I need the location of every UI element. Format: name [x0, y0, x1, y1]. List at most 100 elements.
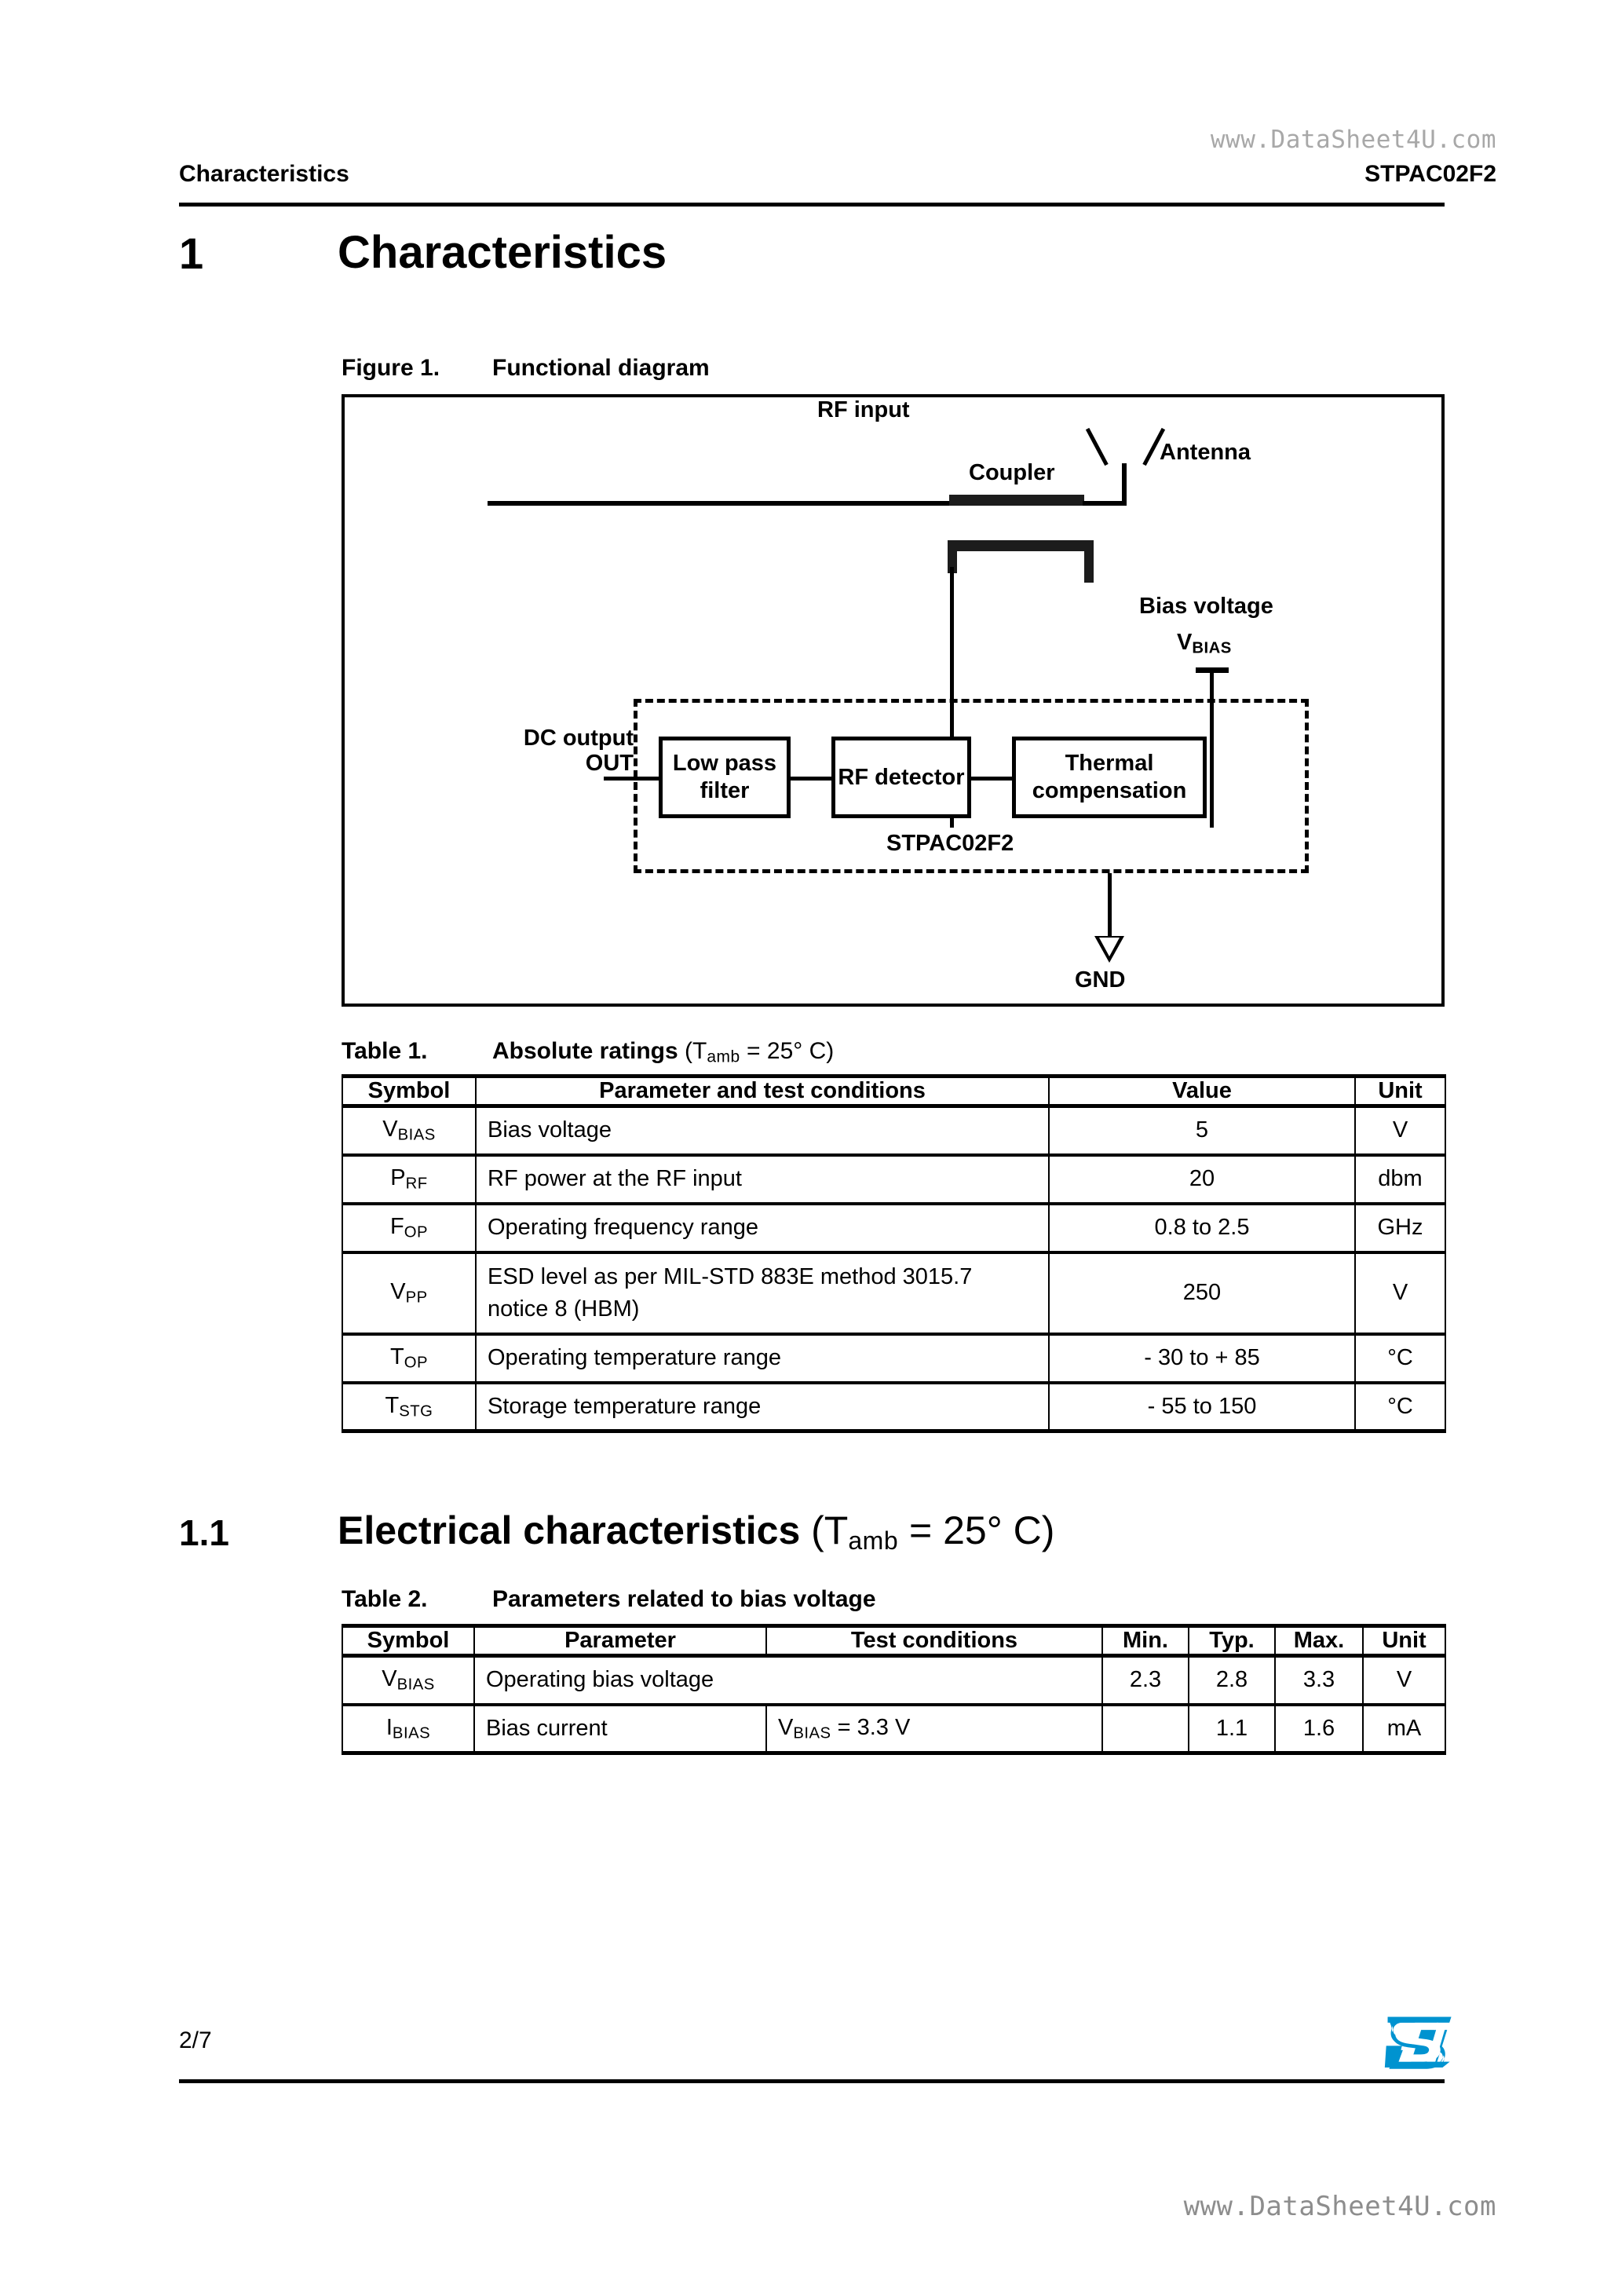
t1-r4-value: - 30 to + 85 — [1048, 1332, 1356, 1384]
t1-r3-param: ESD level as per MIL-STD 883E method 301… — [475, 1250, 1050, 1335]
t2-r0-param: Operating bias voltage — [473, 1654, 1103, 1706]
main-line-right — [1083, 501, 1127, 506]
table-1-col-unit: Unit — [1354, 1074, 1446, 1108]
t1-r4-param: Operating temperature range — [475, 1332, 1050, 1384]
table-2-bias-voltage-params: Symbol Parameter Test conditions Min. Ty… — [342, 1624, 1446, 1755]
t2-r1-max: 1.6 — [1274, 1702, 1364, 1755]
table-1-cond-post: = 25° C) — [740, 1038, 835, 1064]
figure-1-frame: Antenna Coupler RF input Bias voltage VB… — [342, 394, 1445, 1007]
block-thermal-line2: compensation — [1032, 778, 1187, 803]
table-row: VPP ESD level as per MIL-STD 883E method… — [342, 1250, 1446, 1335]
t1-r1-unit: dbm — [1354, 1153, 1446, 1205]
gnd-arrow-inner — [1099, 938, 1120, 956]
watermark-top: www.DataSheet4U.com — [1210, 126, 1496, 154]
gnd-label: GND — [1075, 967, 1126, 993]
header-left-title: Characteristics — [179, 161, 349, 187]
t1-r1-symbol: PRF — [342, 1153, 477, 1205]
section-1-1-title: Electrical characteristics (Tamb = 25° C… — [338, 1508, 1054, 1556]
table-row: VBIAS Bias voltage 5 V — [342, 1104, 1446, 1156]
t1-r5-param: Storage temperature range — [475, 1380, 1050, 1433]
block-rf-detector-line1: RF detector — [838, 764, 965, 790]
block-low-pass-filter-line2: filter — [700, 778, 750, 803]
block-low-pass-filter: Low pass filter — [659, 737, 791, 818]
block-thermal-compensation: Thermal compensation — [1012, 737, 1207, 818]
table-1-cond-sub: amb — [707, 1047, 740, 1066]
link-filter-to-detector — [789, 777, 833, 781]
table-2-col-symbol: Symbol — [342, 1624, 475, 1658]
t2-r1-typ: 1.1 — [1188, 1702, 1276, 1755]
rf-input-lead — [950, 567, 954, 828]
table-2-col-typ: Typ. — [1188, 1624, 1276, 1658]
table-row: PRF RF power at the RF input 20 dbm — [342, 1153, 1446, 1205]
table-1-col-value: Value — [1048, 1074, 1356, 1108]
t1-r3-value: 250 — [1048, 1250, 1356, 1335]
t2-r1-min — [1101, 1702, 1189, 1755]
device-boundary — [634, 699, 1309, 873]
header-rule — [179, 203, 1445, 207]
dc-output-pin: OUT — [585, 751, 634, 777]
t1-r5-symbol: TSTG — [342, 1380, 477, 1433]
t2-r0-typ: 2.8 — [1188, 1654, 1276, 1706]
dc-output-label: DC output OUT — [502, 726, 634, 777]
t1-r1-value: 20 — [1048, 1153, 1356, 1205]
t1-r5-value: - 55 to 150 — [1048, 1380, 1356, 1433]
table-2-col-unit: Unit — [1362, 1624, 1446, 1658]
figure-1-caption: Figure 1.Functional diagram — [342, 355, 710, 382]
figure-1-title: Functional diagram — [492, 355, 710, 381]
t1-r0-unit: V — [1354, 1104, 1446, 1156]
t2-r1-cond: VBIAS = 3.3 V — [765, 1702, 1103, 1755]
table-row: IBIAS Bias current VBIAS = 3.3 V 1.1 1.6… — [342, 1702, 1446, 1755]
coupler-stub-left — [948, 547, 957, 573]
st-logo-icon — [1384, 2016, 1453, 2069]
t2-r0-max: 3.3 — [1274, 1654, 1364, 1706]
antenna-icon-arm-left — [1085, 427, 1109, 466]
table-1-col-symbol: Symbol — [342, 1074, 477, 1108]
table-1-col-parameter: Parameter and test conditions — [475, 1074, 1050, 1108]
t1-r3-unit: V — [1354, 1250, 1446, 1335]
table-row: VBIAS Operating bias voltage 2.3 2.8 3.3… — [342, 1654, 1446, 1706]
device-name-label: STPAC02F2 — [886, 831, 1014, 856]
footer-page-number: 2/7 — [179, 2027, 212, 2053]
t2-r1-unit: mA — [1362, 1702, 1446, 1755]
section-1-1-number: 1.1 — [179, 1512, 229, 1553]
table-row: FOP Operating frequency range 0.8 to 2.5… — [342, 1201, 1446, 1253]
table-2-col-max: Max. — [1274, 1624, 1364, 1658]
dc-output-lead — [604, 777, 660, 781]
section-1-1-title-bold: Electrical characteristics — [338, 1508, 801, 1552]
t1-r0-value: 5 — [1048, 1104, 1356, 1156]
t1-r2-param: Operating frequency range — [475, 1201, 1050, 1253]
bias-symbol-sub: BIAS — [1192, 639, 1232, 657]
table-1-cond-pre: (T — [678, 1038, 707, 1064]
t1-r4-unit: °C — [1354, 1332, 1446, 1384]
table-2-caption: Table 2.Parameters related to bias volta… — [342, 1586, 876, 1613]
t1-r0-symbol: VBIAS — [342, 1104, 477, 1156]
section-1-1-cond-sub: amb — [848, 1526, 899, 1556]
dc-output-text: DC output — [523, 726, 634, 751]
t1-r2-value: 0.8 to 2.5 — [1048, 1201, 1356, 1253]
table-2-col-min: Min. — [1101, 1624, 1189, 1658]
t2-r0-min: 2.3 — [1101, 1654, 1189, 1706]
chapter-title: Characteristics — [338, 227, 667, 278]
antenna-riser — [1122, 463, 1127, 506]
footer-rule — [179, 2079, 1445, 2083]
table-1-header-row: Symbol Parameter and test conditions Val… — [342, 1074, 1446, 1108]
table-2-col-parameter: Parameter — [473, 1624, 767, 1658]
t1-r0-param: Bias voltage — [475, 1104, 1050, 1156]
bias-lead — [1210, 671, 1214, 828]
t1-r3-symbol: VPP — [342, 1250, 477, 1335]
t1-r1-param: RF power at the RF input — [475, 1153, 1050, 1205]
block-rf-detector: RF detector — [831, 737, 971, 818]
t1-r5-unit: °C — [1354, 1380, 1446, 1433]
antenna-label: Antenna — [1160, 440, 1251, 465]
table-row: TSTG Storage temperature range - 55 to 1… — [342, 1380, 1446, 1433]
chapter-number: 1 — [179, 229, 204, 278]
t2-r0-symbol: VBIAS — [342, 1654, 475, 1706]
table-row: TOP Operating temperature range - 30 to … — [342, 1332, 1446, 1384]
main-line-left — [488, 501, 951, 506]
table-1-absolute-ratings: Symbol Parameter and test conditions Val… — [342, 1074, 1446, 1433]
header-right-partnumber: STPAC02F2 — [1364, 161, 1496, 187]
table-2-label: Table 2. — [342, 1586, 428, 1612]
t2-r1-symbol: IBIAS — [342, 1702, 475, 1755]
table-1-caption: Table 1.Absolute ratings (Tamb = 25° C) — [342, 1038, 834, 1067]
t1-r2-symbol: FOP — [342, 1201, 477, 1253]
